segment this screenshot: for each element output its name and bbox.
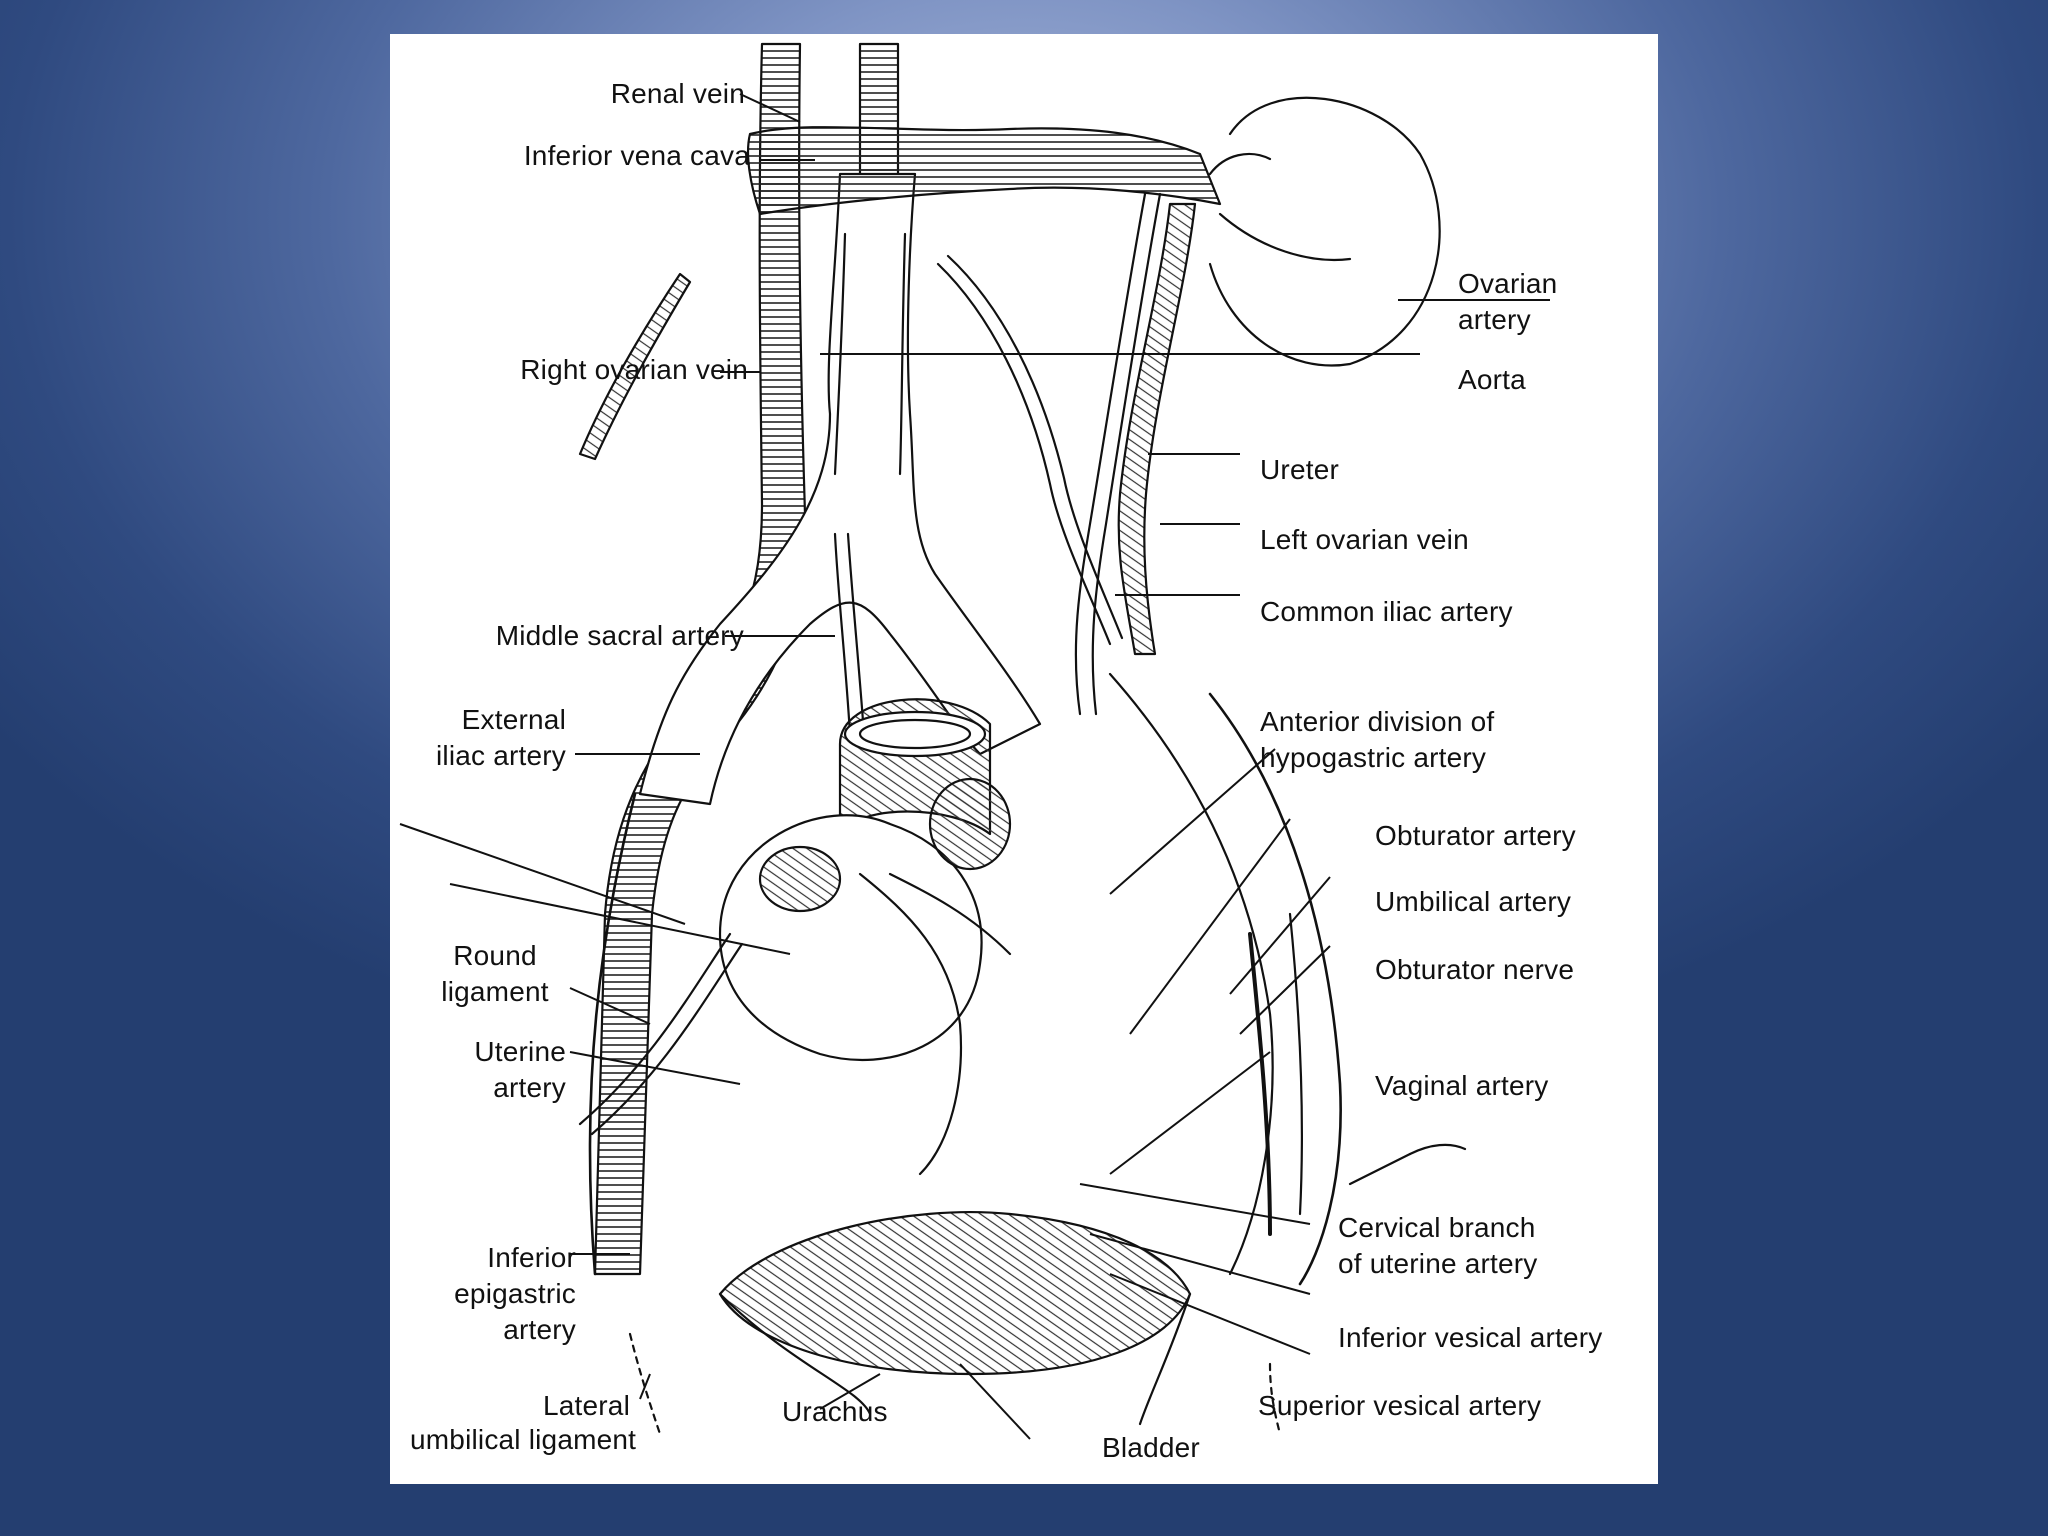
label-anterior-division-2: hypogastric artery: [1260, 742, 1487, 773]
label-inferior-vesical-artery: Inferior vesical artery: [1338, 1322, 1603, 1353]
ureter-shape: [1074, 192, 1147, 716]
label-vaginal-artery: Vaginal artery: [1375, 1070, 1549, 1101]
label-inferior-vena-cava: Inferior vena cava: [523, 140, 750, 171]
label-inferior-epigastric-artery-2: epigastric: [454, 1278, 576, 1309]
label-renal-vein: Renal vein: [610, 78, 745, 109]
pelvic-wall-right: [1208, 692, 1342, 1286]
label-obturator-artery: Obturator artery: [1375, 820, 1576, 851]
diagram-panel: Renal vein Inferior vena cava Right ovar…: [390, 34, 1658, 1484]
round-ligament-shape: [578, 932, 732, 1126]
label-round-ligament-1: Round: [453, 940, 537, 971]
left-ovarian-vein-shape: [1117, 202, 1197, 656]
label-urachus: Urachus: [782, 1396, 888, 1427]
renal-vein-shape: [746, 126, 1222, 216]
label-aorta: Aorta: [1458, 364, 1526, 395]
middle-sacral-artery-shape: [833, 532, 852, 736]
label-lateral-umbilical-ligament-1: Lateral: [542, 1390, 630, 1421]
label-right-ovarian-vein: Right ovarian vein: [520, 354, 748, 385]
label-external-iliac-artery-2: iliac artery: [436, 740, 566, 771]
pelvic-vasculature-illustration: [399, 42, 1550, 1440]
aorta-body: [638, 172, 1042, 806]
label-inferior-epigastric-artery-3: artery: [503, 1314, 576, 1345]
pelvic-wall-left: [588, 792, 637, 1276]
label-lateral-umbilical-ligament-2: umbilical ligament: [410, 1424, 637, 1455]
label-ureter: Ureter: [1260, 454, 1339, 485]
label-ovarian-artery-1: Ovarian: [1458, 268, 1558, 299]
label-anterior-division-1: Anterior division of: [1260, 706, 1495, 737]
label-uterine-artery-1: Uterine: [474, 1036, 566, 1067]
label-cervical-branch-1: Cervical branch: [1338, 1212, 1536, 1243]
label-superior-vesical-artery: Superior vesical artery: [1258, 1390, 1542, 1421]
label-cervical-branch-2: of uterine artery: [1338, 1248, 1538, 1279]
label-common-iliac-artery: Common iliac artery: [1260, 596, 1513, 627]
left-ovary: [928, 777, 1012, 871]
right-external-iliac-shape: [1248, 932, 1272, 1236]
label-round-ligament-2: ligament: [441, 976, 549, 1007]
label-inferior-epigastric-artery-1: Inferior: [487, 1242, 576, 1273]
right-ovary: [758, 845, 842, 913]
label-uterine-artery-2: artery: [493, 1072, 566, 1103]
right-ovarian-vein-shape: [578, 272, 692, 461]
left-kidney-outline: [1208, 96, 1441, 367]
label-external-iliac-artery-1: External: [461, 704, 566, 735]
label-bladder: Bladder: [1102, 1432, 1200, 1463]
ovarian-artery-shape: [936, 262, 1112, 646]
label-obturator-nerve: Obturator nerve: [1375, 954, 1575, 985]
label-middle-sacral-artery: Middle sacral artery: [495, 620, 744, 651]
label-ovarian-artery-2: artery: [1458, 304, 1531, 335]
label-left-ovarian-vein: Left ovarian vein: [1260, 524, 1469, 555]
label-umbilical-artery: Umbilical artery: [1375, 886, 1572, 917]
